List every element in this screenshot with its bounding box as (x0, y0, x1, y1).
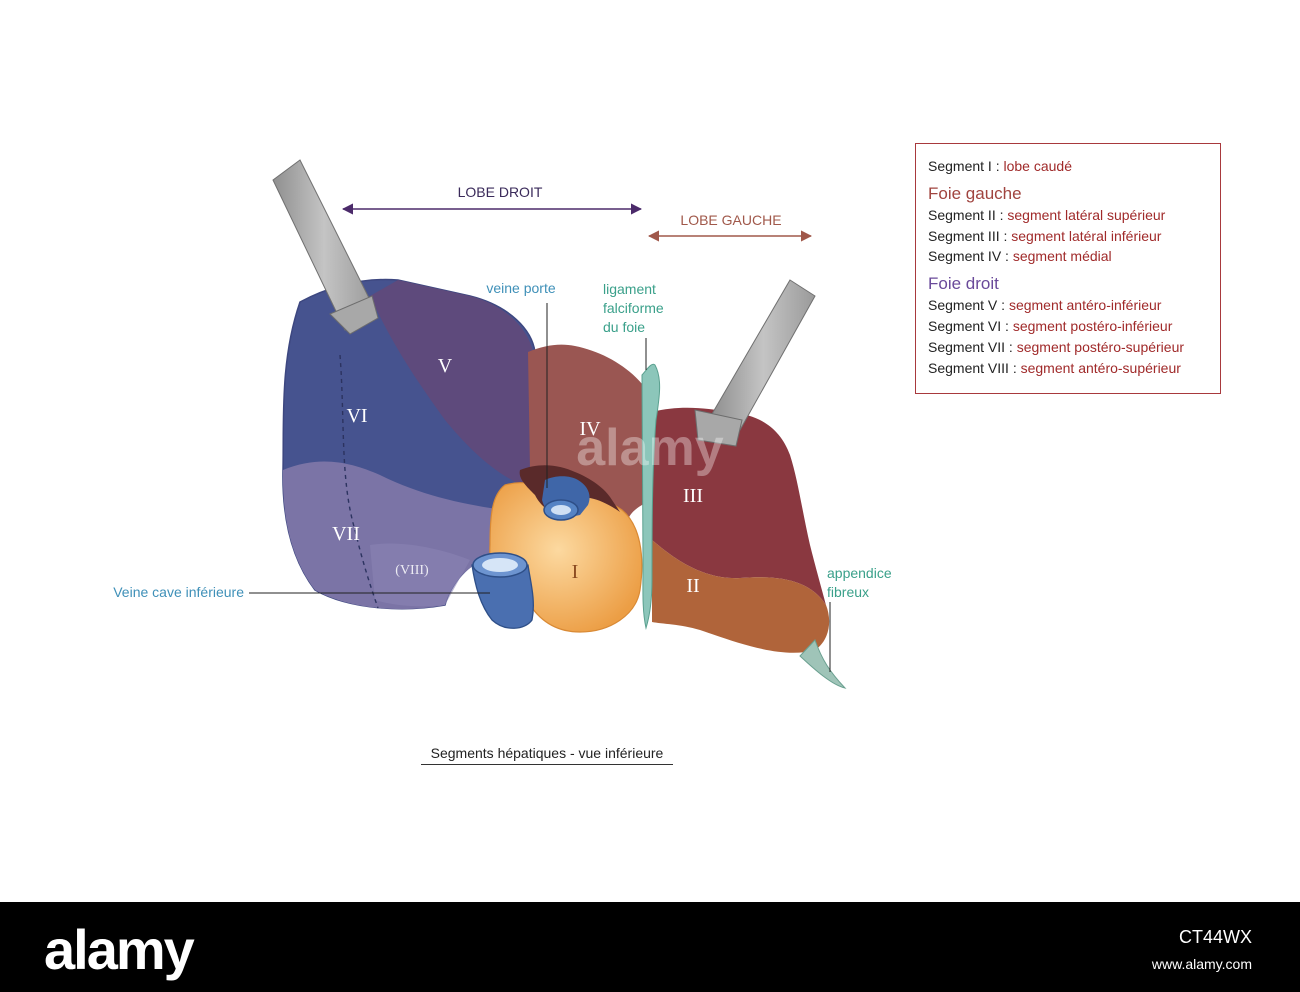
lobe-droit-label: LOBE DROIT (458, 184, 543, 200)
segment-iii-region (652, 407, 826, 605)
dashed-boundary (339, 354, 379, 609)
segment-v-region (370, 280, 533, 488)
segment-iv-label: IV (579, 418, 601, 440)
legend-foie-droit: Foie droit (928, 274, 999, 294)
legend-seg5-value: segment antéro-inférieur (1008, 297, 1162, 314)
legend-seg6-value: segment postéro-inférieur (1012, 317, 1173, 334)
alamy-logo: alamy (44, 918, 195, 981)
legend-seg8-value: segment antéro-supérieur (1020, 359, 1181, 376)
legend-seg7-label: Segment VII : (928, 338, 1013, 355)
image-code: CT44WX (1178, 927, 1252, 947)
appendice-label-1: appendice (827, 565, 892, 581)
legend-row-seg6: Segment VI : segment postéro-inférieur (928, 316, 1208, 337)
retractor-left (272, 159, 379, 335)
legend-row-seg2: Segment II : segment latéral supérieur (928, 205, 1208, 226)
footer-url: www.alamy.com (1151, 956, 1252, 972)
ligament-label-3: du foie (603, 319, 645, 335)
segment-v-label: V (438, 355, 453, 377)
veine-cave-vessel (471, 552, 534, 629)
legend-row-seg4: Segment IV : segment médial (928, 246, 1208, 267)
segment-iii-label: III (683, 485, 703, 507)
ligament-falciforme (641, 363, 661, 630)
legend-foie-gauche: Foie gauche (928, 183, 1022, 203)
segment-vii-label: VII (332, 523, 360, 545)
legend-seg6-label: Segment VI : (928, 317, 1009, 334)
legend-row-seg8: Segment VIII : segment antéro-supérieur (928, 358, 1208, 379)
veine-porte-vessel (519, 465, 620, 521)
retractor-right (694, 279, 816, 447)
legend-seg8-label: Segment VIII : (928, 359, 1017, 376)
segment-ii-region (652, 540, 830, 653)
footer-bar: alamy CT44WX www.alamy.com (0, 902, 1300, 992)
legend-seg2-label: Segment II : (928, 206, 1004, 223)
legend-row-seg5: Segment V : segment antéro-inférieur (928, 295, 1208, 316)
segment-viii-label: (VIII) (395, 563, 429, 578)
lobe-gauche-label: LOBE GAUCHE (680, 212, 781, 228)
ligament-label-2: falciforme (603, 300, 664, 316)
veine-cave-label: Veine cave inférieure (113, 584, 244, 600)
segment-legend: Segment I : lobe caudé Foie gauche Segme… (915, 143, 1221, 394)
segment-i-label: I (572, 561, 579, 583)
legend-seg3-value: segment latéral inférieur (1011, 227, 1162, 244)
legend-seg1-value: lobe caudé (1003, 158, 1072, 174)
lobe-droit-arrow: LOBE DROIT (341, 184, 643, 215)
legend-seg1-label: Segment I : (928, 158, 1000, 174)
segment-vi-label: VI (346, 405, 367, 427)
appendice-label-2: fibreux (827, 584, 869, 600)
segment-ii-label: II (686, 575, 699, 597)
liver-diagram: LOBE DROIT LOBE GAUCHE (113, 159, 892, 689)
watermark-text: alamy (576, 419, 724, 477)
legend-seg7-value: segment postéro-supérieur (1016, 338, 1185, 355)
appendice-fibreux (799, 639, 847, 689)
ligament-label-1: ligament (603, 281, 656, 297)
legend-seg5-label: Segment V : (928, 297, 1006, 314)
legend-row-seg3: Segment III : segment latéral inférieur (928, 226, 1208, 247)
legend-seg3-label: Segment III : (928, 227, 1008, 244)
legend-seg4-label: Segment IV : (928, 248, 1009, 265)
legend-seg4-value: segment médial (1012, 248, 1112, 265)
legend-seg2-value: segment latéral supérieur (1007, 206, 1166, 223)
veine-porte-label: veine porte (486, 280, 555, 296)
lobe-gauche-arrow: LOBE GAUCHE (647, 212, 813, 242)
legend-row-seg1: Segment I : lobe caudé (928, 156, 1208, 177)
segment-viii-area (370, 543, 470, 607)
legend-row-seg7: Segment VII : segment postéro-supérieur (928, 337, 1208, 358)
figure-caption: Segments hépatiques - vue inférieure (421, 745, 673, 765)
